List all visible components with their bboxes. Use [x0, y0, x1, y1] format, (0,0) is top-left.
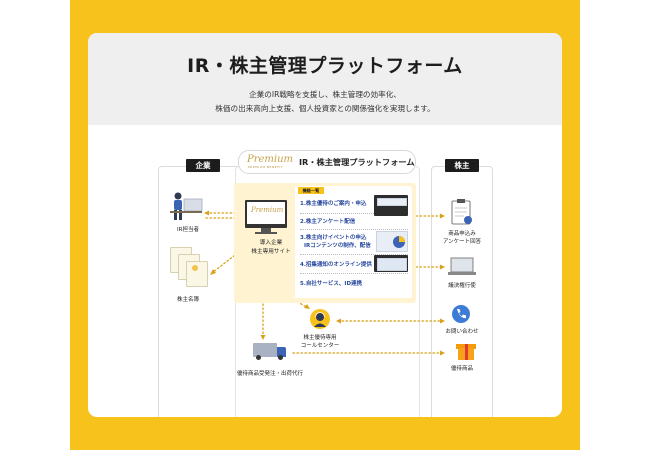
function-divider: [300, 229, 408, 230]
function-thumb-1-screen: [377, 198, 407, 206]
arrow-ir: [204, 210, 209, 216]
function-thumb-4-screen: [377, 258, 407, 271]
function-item-1: 1.株主優待のご案内・申込: [300, 201, 367, 207]
monitor-stand: [261, 228, 271, 232]
shareholder-tag: 株主: [445, 159, 479, 172]
register-doc-front: [186, 261, 208, 287]
right-item-2-label: 議決権行使: [448, 283, 476, 289]
function-item-2: 2.株主アンケート配信: [300, 219, 356, 225]
function-list-heading: 機能一覧: [298, 187, 324, 194]
shipping-label: 優待商品受発注・出荷代行: [236, 371, 303, 377]
description-line-2: 株価の出来高向上支援、個人投資家との関係強化を実現します。: [215, 104, 435, 113]
premium-logo-subtext: PREMIUM BENEFIT: [248, 165, 284, 169]
site-label-line-1: 導入企業: [259, 240, 283, 246]
call-center-label-2: コールセンター: [300, 343, 340, 349]
monitor-icon: Premium: [245, 200, 287, 228]
arrow-phone: [440, 318, 445, 324]
function-divider: [300, 213, 408, 214]
card-header: [88, 33, 562, 125]
arrow-callcenter: [304, 304, 310, 309]
phone-glyph: [457, 309, 466, 319]
arrow-truck: [260, 335, 266, 340]
function-divider: [300, 254, 408, 255]
platform-title-box: Premium PREMIUM BENEFIT IR・株主管理プラットフォーム: [238, 150, 416, 174]
function-item-3-sub: IRコンテンツの制作、配信: [304, 243, 371, 249]
right-item-4-label: 優待商品: [450, 366, 473, 372]
site-label-line-2: 株主専用サイト: [251, 249, 291, 255]
operator-icon: [314, 312, 326, 327]
company-tag: 企業: [186, 159, 220, 172]
clipboard-icon: [451, 199, 472, 225]
function-item-5: 5.自社サービス、ID連携: [300, 281, 363, 287]
ir-staff-icon: [170, 192, 203, 220]
arrow-laptop: [440, 264, 445, 270]
laptop-icon: [448, 257, 476, 275]
arrow-register: [210, 269, 216, 275]
arrow-clipboard: [440, 213, 445, 219]
right-item-1-label-1: 商品申込み: [448, 231, 476, 237]
truck-wheel-icon: [256, 355, 261, 360]
ir-staff-label: IR担当者: [177, 227, 199, 233]
line-site-to-register: [211, 247, 245, 274]
function-item-4: 4.招集通知のオンライン提供: [300, 262, 372, 268]
premium-logo: Premium: [247, 154, 294, 165]
truck-cab-icon: [277, 347, 286, 357]
monitor-premium-logo: Premium: [251, 206, 284, 214]
arrow-callcenter-left: [336, 318, 341, 324]
truck-body-icon: [253, 343, 277, 357]
register-person-icon: [192, 265, 198, 271]
page-title: IR・株主管理プラットフォーム: [187, 55, 463, 77]
monitor-base: [255, 232, 277, 234]
right-item-1-label-2: アンケート回答: [442, 239, 482, 245]
content-card: IR・株主管理プラットフォーム 企業のIR戦略を支援し、株主管理の効率化、 株価…: [88, 33, 562, 417]
description-line-1: 企業のIR戦略を支援し、株主管理の効率化、: [249, 90, 401, 99]
call-center-label-1: 株主優待専用: [303, 335, 337, 341]
gift-ribbon-icon: [465, 344, 468, 360]
function-item-3: 3.株主向けイベントの申込: [300, 235, 367, 241]
monitor-screen: Premium: [247, 202, 285, 224]
arrow-gift: [440, 350, 445, 356]
chart-thumb-icon: [393, 236, 405, 248]
truck-wheel-icon: [278, 355, 283, 360]
shareholder-register-label: 株主名簿: [176, 297, 199, 303]
right-item-3-label: お問い合わせ: [445, 329, 479, 335]
phone-icon: [452, 305, 470, 323]
function-divider: [300, 273, 408, 274]
platform-title: IR・株主管理プラットフォーム: [299, 157, 415, 167]
